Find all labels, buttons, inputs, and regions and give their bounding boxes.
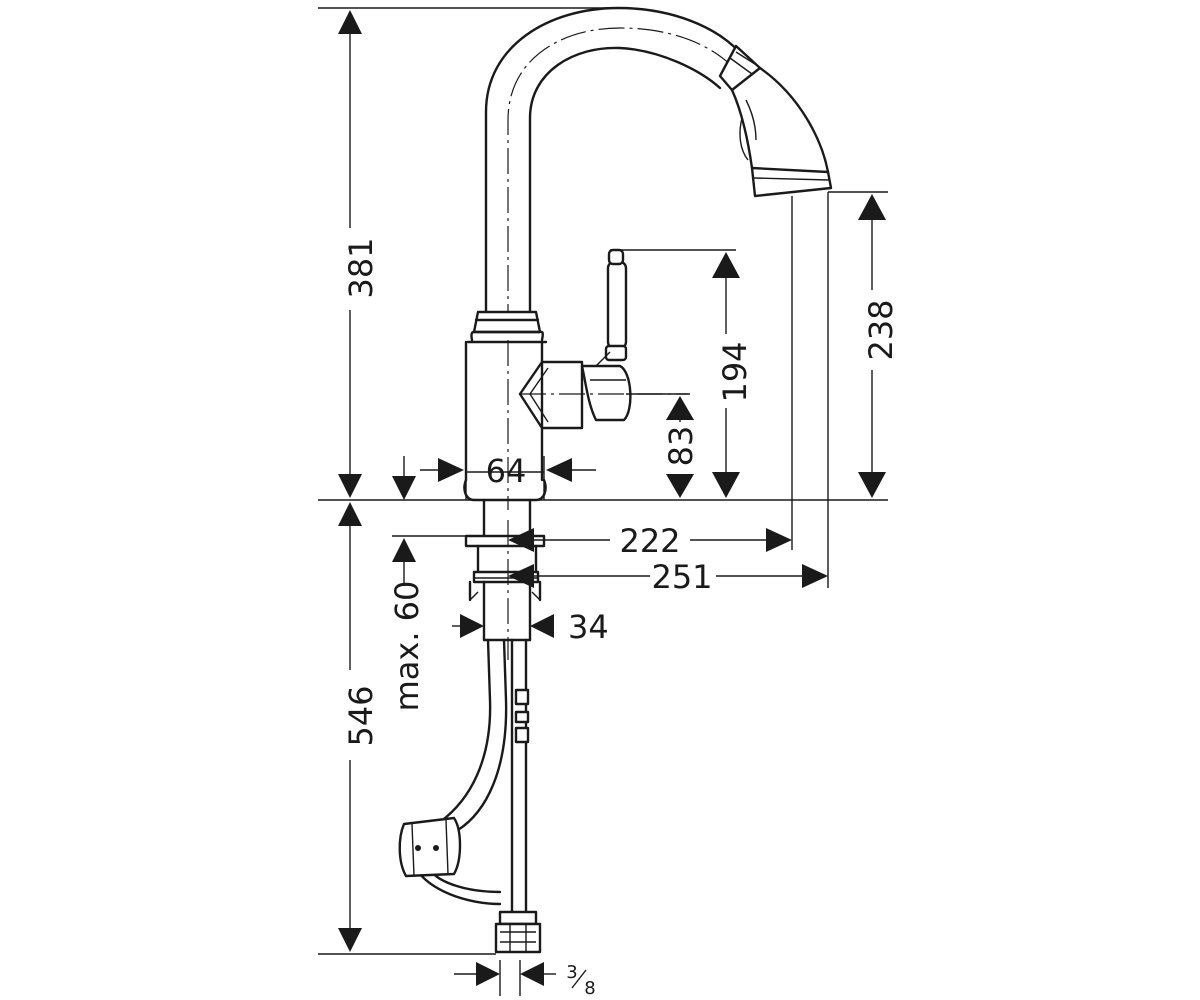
- dimension-64: 64: [392, 452, 596, 500]
- extension-lines: [318, 7, 888, 996]
- lever-housing-icon: [518, 360, 688, 430]
- fraction-label: 3 8: [566, 962, 595, 999]
- valve-clip-icon: [514, 688, 530, 744]
- connection-nut-icon: [494, 910, 542, 954]
- dimension-3-8: 3 8: [454, 962, 596, 999]
- dimension-546: 546: [338, 502, 380, 952]
- hose-weight-icon: [398, 816, 462, 878]
- dimension-label-64: 64: [486, 452, 527, 490]
- lever-handle-icon: [595, 248, 628, 367]
- dimension-label-222: 222: [619, 522, 680, 560]
- dimension-381: 381: [338, 10, 380, 498]
- dimension-222: 222: [508, 522, 792, 560]
- dimension-label-546: 546: [342, 685, 380, 746]
- faucet-body-icon: [463, 310, 548, 510]
- dimension-34: 34: [452, 608, 609, 646]
- dimension-label-381: 381: [342, 237, 380, 298]
- dimension-label-238: 238: [862, 299, 900, 360]
- dimension-label-251: 251: [651, 558, 712, 596]
- dimension-max-60: max. 60: [388, 538, 426, 711]
- spray-head-icon: [718, 44, 833, 198]
- dimension-label-83: 83: [662, 426, 700, 467]
- fraction-numerator: 3: [566, 962, 577, 983]
- faucet-icon: [398, 6, 833, 954]
- fraction-denominator: 8: [584, 978, 595, 999]
- dimension-label-194: 194: [716, 341, 754, 402]
- dimension-251: 251: [508, 558, 828, 596]
- dimension-label-max-60: max. 60: [388, 581, 426, 712]
- dimension-194: 194: [712, 252, 754, 498]
- dimension-83: 83: [662, 396, 700, 498]
- dimension-238: 238: [858, 194, 900, 498]
- dimension-label-34: 34: [568, 608, 609, 646]
